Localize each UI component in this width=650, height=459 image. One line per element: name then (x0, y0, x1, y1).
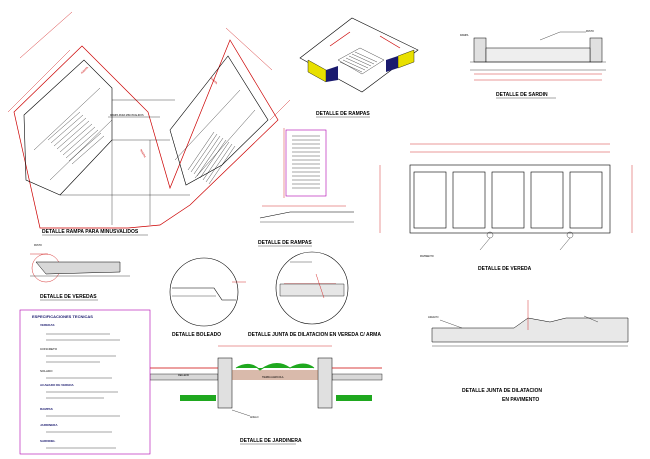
specs-box: ESPECIFICACIONES TECNICAS VEREDAS CONCRE… (19, 309, 151, 455)
svg-text:PASTO: PASTO (586, 30, 594, 33)
svg-text:RAMPA: RAMPA (139, 149, 147, 159)
ramp-profile-title: DETALLE DE RAMPAS (258, 240, 312, 246)
svg-text:TIERRA AGRICOLA: TIERRA AGRICOLA (262, 376, 284, 379)
specs-item-1: CONCRETO (40, 347, 58, 351)
veredas-drawing: PASTO DETALLE DE VEREDAS (30, 244, 130, 301)
svg-text:RAMPA: RAMPA (460, 34, 469, 37)
specs-item-3: ACABADO DE VEREDA (40, 383, 75, 387)
ramp-note-label: RAMPA PARA MINUSVALIDOS (110, 114, 144, 117)
jardinera-title: DETALLE DE JARDINERA (240, 438, 302, 444)
ramp-iso-title: DETALLE DE RAMPAS (316, 111, 370, 117)
specs-item-0: VEREDAS (40, 323, 55, 327)
junta-title: DETALLE JUNTA DE DILATACION EN VEREDA C/… (248, 332, 381, 338)
ramp-iso-drawing: DETALLE DE RAMPAS (299, 17, 419, 118)
svg-text:PAVIMENTO: PAVIMENTO (420, 255, 434, 258)
svg-text:RAMPA: RAMPA (209, 76, 218, 85)
specs-item-2: SOLADO (40, 369, 53, 373)
boleado-drawing: DETALLE BOLEADO (169, 257, 246, 338)
sidewalk-title: DETALLE DE VEREDA (478, 266, 532, 272)
veredas-title: DETALLE DE VEREDAS (40, 294, 97, 300)
specs-item-5: JARDINERA (40, 423, 58, 427)
junta-pav-title-line2: EN PAVIMENTO (502, 397, 539, 403)
jardinera-drawing: RELLENO TIERRA AGRICOLA ANILLO DETALLE D… (149, 345, 383, 445)
svg-text:ASFALTO: ASFALTO (428, 316, 439, 319)
boleado-title: DETALLE BOLEADO (172, 332, 221, 338)
junta-pav-title-line1: DETALLE JUNTA DE DILATACION (462, 388, 542, 394)
specs-title: ESPECIFICACIONES TECNICAS (32, 314, 93, 319)
sidewalk-drawing: PAVIMENTO DETALLE DE VEREDA (379, 143, 633, 272)
ramp-plan-drawing: RAMPA RAMPA RAMPA RAMPA PARA MINUSVALIDO… (7, 11, 291, 236)
sardin-title: DETALLE DE SARDIN (496, 92, 548, 98)
svg-text:RAMPA: RAMPA (80, 65, 89, 74)
junta-circle-drawing: DETALLE JUNTA DE DILATACION EN VEREDA C/… (248, 251, 381, 338)
ramp-profile-drawing: DETALLE DE RAMPAS (258, 128, 354, 247)
svg-text:ANILLO: ANILLO (250, 416, 259, 419)
sardin-section-drawing: PASTO RAMPA DETALLE DE SARDIN (460, 30, 606, 99)
svg-text:RELLENO: RELLENO (178, 374, 189, 377)
junta-pavimento-drawing: ASFALTO DETALLE JUNTA DE DILATACION EN P… (428, 300, 629, 403)
specs-item-6: SARDINEL (40, 439, 56, 443)
svg-text:PASTO: PASTO (34, 244, 42, 247)
specs-item-4: RAMPAS (40, 407, 53, 411)
ramp-plan-title: DETALLE RAMPA PARA MINUSVALIDOS (42, 229, 139, 235)
